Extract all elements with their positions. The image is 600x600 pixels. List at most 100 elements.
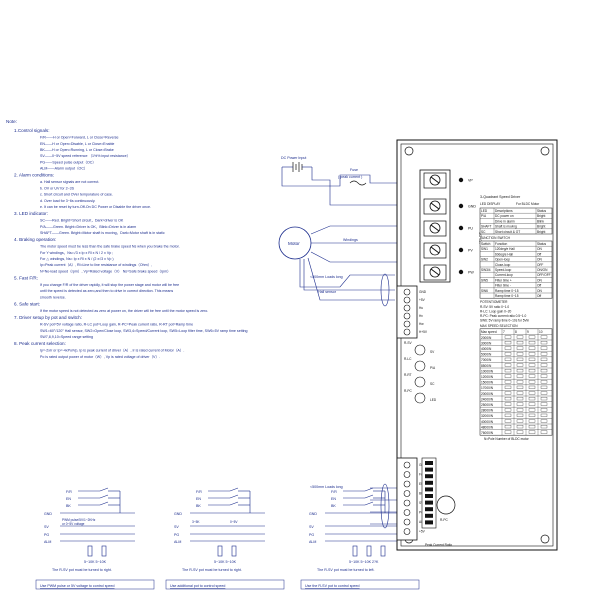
r-pc-pot[interactable] — [436, 495, 456, 515]
peak-current-label: ( peak current ) — [338, 175, 362, 179]
function-table-cell: Current-loop — [495, 273, 513, 277]
speed-table-column-header: 7 — [503, 330, 505, 334]
signal-terminal-screw[interactable] — [403, 304, 411, 312]
led-table-cell: Bright — [537, 225, 545, 229]
control-terminal-screw[interactable] — [403, 490, 411, 497]
function-table-cell: SW1 — [481, 247, 488, 251]
control-terminal-housing — [396, 457, 418, 541]
dip-switch-lever[interactable] — [425, 467, 433, 472]
led-table-border — [479, 207, 553, 235]
ex-footer-note: The R-SV pot must be turned to right. — [182, 568, 242, 572]
power-terminal-dot — [458, 225, 464, 231]
dip-switch-lever[interactable] — [425, 520, 433, 525]
ex-gnd-label: GND — [174, 512, 182, 516]
speed-switch-marker — [504, 425, 512, 429]
ex-switch — [229, 487, 239, 492]
control-terminal-screw[interactable] — [403, 461, 411, 469]
power-terminal-dot — [458, 269, 464, 275]
control-terminal-screw[interactable] — [403, 509, 411, 516]
speed-switch-marker — [540, 430, 548, 434]
function-table-cell: ON — [537, 247, 542, 251]
control-terminal-screw[interactable] — [403, 471, 411, 478]
control-terminal-screw[interactable] — [403, 528, 411, 535]
note-line: R-SV pot=5V voltage ratio, R-LC pot=Loop… — [40, 323, 193, 327]
signal-terminal-screw[interactable] — [403, 296, 411, 304]
potentiometer-header: POTENTIOMETER — [480, 300, 508, 304]
signal-terminal-screw[interactable] — [403, 328, 411, 336]
dip-switch-lever[interactable] — [425, 507, 433, 512]
function-table-cell: Filter time + — [495, 278, 512, 282]
speed-switch-marker — [504, 391, 512, 395]
signal-terminal-screw[interactable] — [403, 320, 411, 328]
dip-switch-lever[interactable] — [425, 474, 433, 479]
power-terminal-label: PV — [468, 249, 473, 253]
ex-link-text[interactable]: Use PWM pulse or 5V voltage to control s… — [40, 584, 115, 588]
signal-terminal-label: Hw — [419, 322, 424, 326]
motor-wire-u — [310, 225, 397, 235]
speed-table-cell: 32000/N — [481, 414, 494, 418]
screw-slot — [430, 246, 440, 254]
power-terminal-label: VP — [468, 179, 473, 183]
signal-terminal-screw[interactable] — [403, 288, 411, 296]
ex-switch — [364, 487, 374, 492]
ex-sv-label: SV — [44, 525, 49, 529]
led-table-cell: Bright — [537, 230, 545, 234]
side-pot-r-pc[interactable] — [414, 392, 426, 404]
side-pot-r-sv[interactable] — [414, 344, 426, 356]
note-line: BK——H or Open=Running, L or Close=Brake — [40, 148, 114, 152]
dip-switch-lever[interactable] — [425, 513, 433, 518]
side-pot-r-lc[interactable] — [414, 360, 426, 372]
motor-wire-w — [310, 251, 397, 263]
mount-hole-tl — [404, 146, 414, 156]
ex-pg-label: PG — [309, 533, 314, 537]
ex-link-box[interactable] — [300, 579, 420, 590]
speed-switch-marker — [540, 352, 548, 356]
dip-switch-lever[interactable] — [425, 500, 433, 505]
speed-switch-marker — [516, 369, 524, 373]
ex-bk-label: BK — [331, 504, 336, 508]
dip-switch-lever[interactable] — [425, 461, 433, 465]
function-table-cell: SW5 — [481, 278, 488, 282]
control-terminal-screw[interactable] — [403, 499, 411, 507]
speed-switch-marker — [516, 397, 524, 401]
control-terminal-label: PG — [419, 511, 424, 515]
note-line: ALM——Alarm output（OC） — [40, 166, 88, 171]
side-pot-label: R-PC — [404, 389, 412, 393]
control-terminal-screw[interactable] — [403, 480, 411, 488]
control-terminal-screw[interactable] — [403, 518, 411, 526]
ex-en-label: EN — [196, 497, 201, 501]
note-line: Ip=-2xIr or Ip=-4xPo/Vp, Ip is peak curr… — [40, 348, 184, 353]
dip-switch-lever[interactable] — [425, 480, 433, 485]
signal-terminal-screw[interactable] — [403, 312, 411, 320]
ex-link-text[interactable]: Use the R-SV pot to control speed — [305, 584, 360, 588]
mount-hole-tr — [540, 146, 550, 156]
note-line: Po is rated output power of motor（W）, Vp… — [40, 354, 160, 359]
led-table-cell: DC power on — [495, 214, 514, 218]
max-speed-header: MAX SPEED SELECTION — [480, 324, 518, 328]
speed-switch-marker — [504, 363, 512, 367]
speed-switch-marker — [540, 363, 548, 367]
ex-link-text[interactable]: Use additional pot to control speed — [170, 584, 225, 588]
speed-switch-marker — [504, 346, 512, 350]
speed-switch-marker — [528, 391, 536, 395]
screw-slot — [430, 268, 440, 276]
control-terminal-label: BK — [419, 492, 424, 496]
function-table-cell: Ramp time 0~15 — [495, 289, 519, 293]
ex-link-box[interactable] — [165, 579, 285, 590]
speed-switch-marker — [504, 385, 512, 389]
dip-switch-lever[interactable] — [425, 487, 433, 492]
speed-switch-marker — [516, 352, 524, 356]
ex-link-box[interactable] — [35, 579, 155, 590]
side-pot-r-rt[interactable] — [414, 376, 426, 388]
dip-switch-lever[interactable] — [425, 494, 433, 498]
ex-resistor-3 — [380, 545, 386, 557]
signal-terminal-label: +5V — [419, 298, 426, 302]
speed-switch-marker — [516, 402, 524, 406]
speed-switch-marker — [540, 357, 548, 361]
function-table-cell: OFF/OFF — [537, 273, 551, 277]
notes-section: Note:1.Control signals:F/R——H or Open=Fo… — [6, 119, 248, 359]
